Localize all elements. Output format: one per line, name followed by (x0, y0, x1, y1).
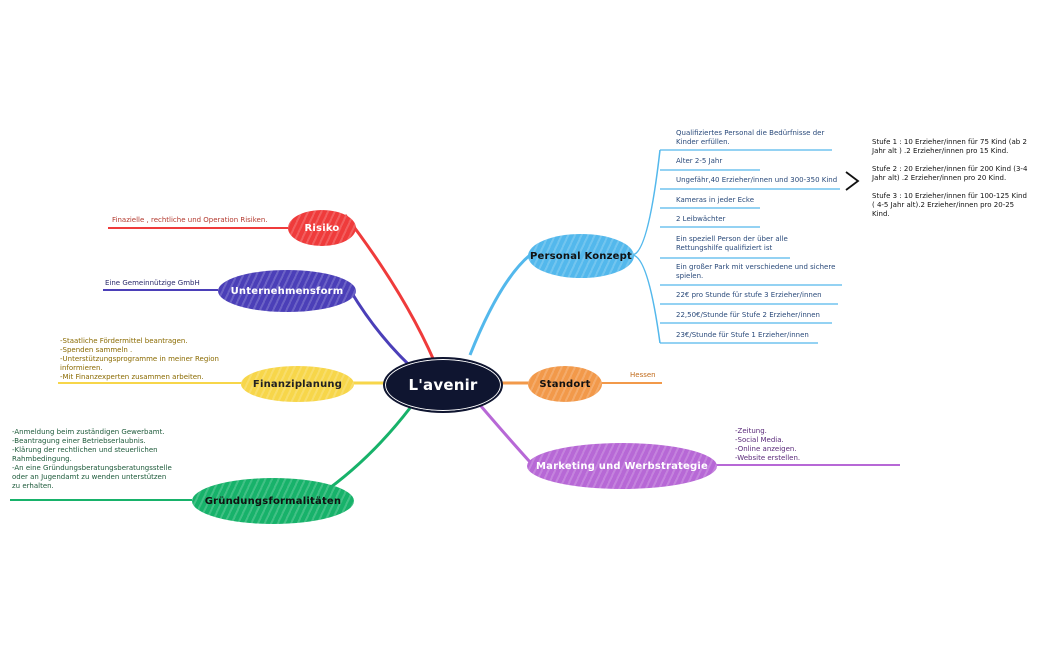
personal-item: Ein großer Park mit verschiedene und sic… (676, 263, 836, 280)
risiko-note: Finazielle , rechtliche und Operation Ri… (112, 216, 268, 224)
standort-note: Hessen (630, 371, 656, 379)
personal-item: Ein speziell Person der über alle Rettun… (676, 235, 788, 252)
personal-trunk (631, 149, 661, 344)
node-risiko-label: Risiko (304, 222, 340, 234)
node-standort[interactable]: Standort (528, 366, 602, 402)
center-node-label: L'avenir (408, 376, 478, 394)
node-unternehmensform[interactable]: Unternehmensform (218, 270, 356, 312)
personal-item: 22,50€/Stunde für Stufe 2 Erzieher/innen (676, 311, 820, 319)
node-gruendung[interactable]: Gründungsformalitäten (192, 478, 354, 524)
center-node[interactable]: L'avenir (383, 357, 503, 413)
finanzplanung-note: -Staatliche Fördermittel beantragen. -Sp… (60, 337, 219, 381)
node-personal[interactable]: Personal Konzept (528, 234, 634, 278)
chevron-right-icon (845, 171, 860, 191)
personal-item: Qualifiziertes Personal die Bedürfnisse … (676, 129, 825, 146)
node-finanzplanung-label: Finanziplanung (252, 378, 343, 390)
personal-item: Ungefähr,40 Erzieher/innen und 300-350 K… (676, 176, 838, 184)
personal-item: 2 Leibwächter (676, 215, 726, 223)
personal-stufen-note: Stufe 1 : 10 Erzieher/innen für 75 Kind … (872, 138, 1028, 218)
branch-personal (468, 253, 531, 356)
personal-item: 22€ pro Stunde für stufe 3 Erzieher/inne… (676, 291, 822, 299)
personal-item: Kameras in jeder Ecke (676, 196, 755, 204)
branch-gruendung (319, 407, 412, 497)
node-standort-label: Standort (539, 378, 591, 390)
node-finanzplanung[interactable]: Finanziplanung (241, 366, 354, 402)
marketing-note: -Zeitung. -Social Media. -Online anzeige… (735, 427, 801, 462)
node-marketing[interactable]: Marketing und Werbstrategie (527, 443, 717, 489)
node-risiko[interactable]: Risiko (288, 210, 356, 246)
branch-risiko (343, 214, 442, 376)
branch-marketing (478, 404, 532, 464)
node-unternehmensform-label: Unternehmensform (230, 285, 344, 297)
personal-item: 23€/Stunde für Stufe 1 Erzieher/innen (676, 331, 809, 339)
node-personal-label: Personal Konzept (530, 250, 632, 262)
node-marketing-label: Marketing und Werbstrategie (536, 460, 708, 472)
personal-item: Alter 2-5 Jahr (676, 157, 723, 165)
unternehmensform-note: Eine Gemeinnützige GmbH (105, 279, 200, 287)
gruendung-note: -Anmeldung beim zuständigen Gewerbamt. -… (12, 428, 172, 490)
node-gruendung-label: Gründungsformalitäten (204, 495, 342, 507)
